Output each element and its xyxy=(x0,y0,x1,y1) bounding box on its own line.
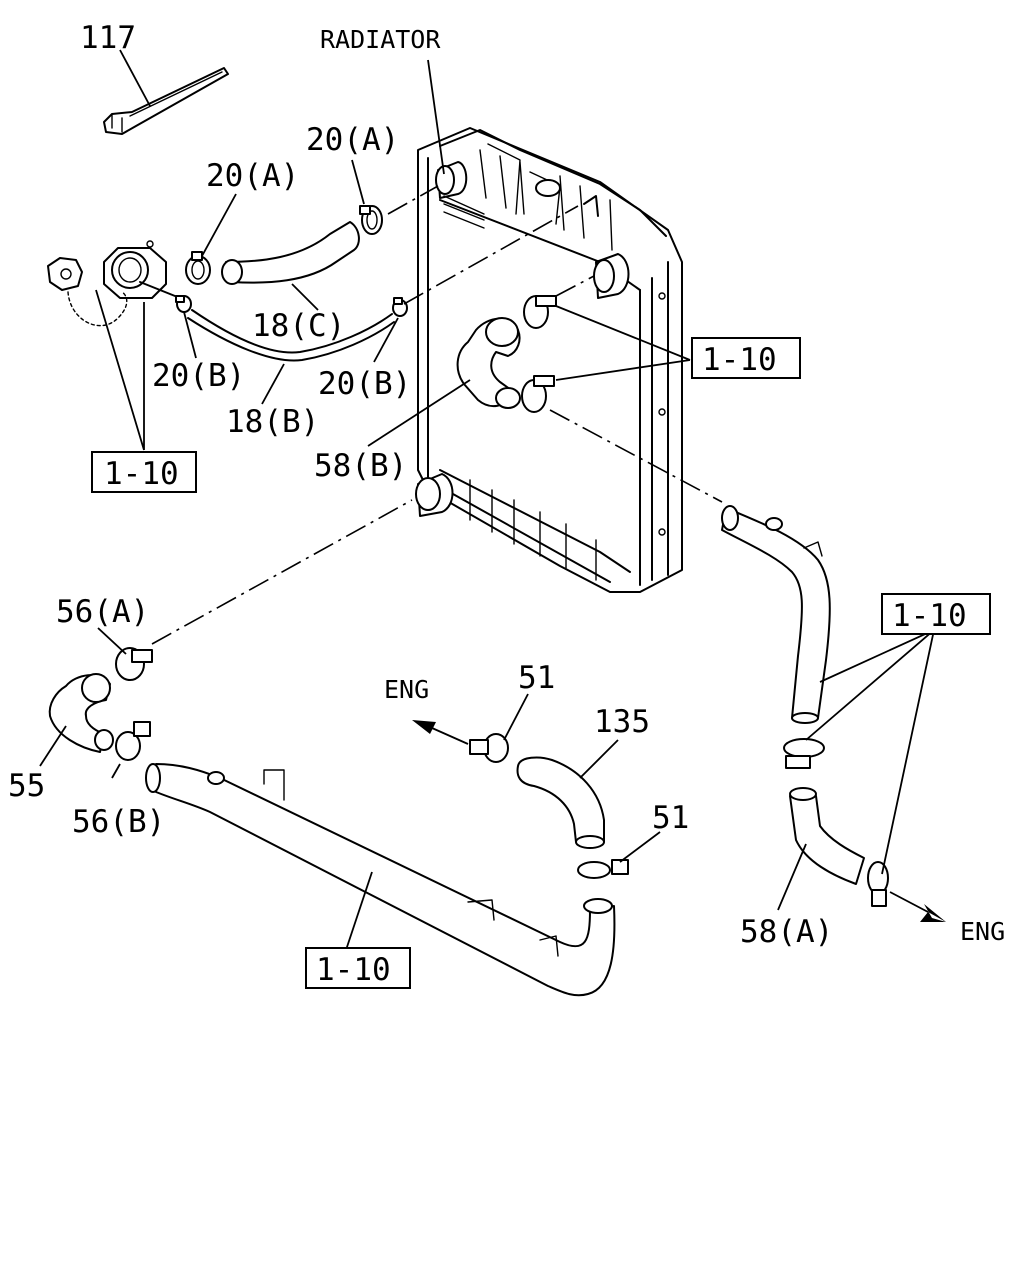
label-20b-left: 20(B) xyxy=(152,358,245,394)
eng-label-left: ENG xyxy=(384,675,429,704)
label-18b: 18(B) xyxy=(226,404,319,440)
radiator xyxy=(415,127,683,593)
clamp-58b-lower xyxy=(521,375,555,413)
align-line-4 xyxy=(549,409,723,503)
clamp-56b xyxy=(115,721,151,761)
cable-tie xyxy=(103,67,229,135)
align-line-3 xyxy=(555,275,595,297)
label-58b: 58(B) xyxy=(314,448,407,484)
ref-text-left: 1-10 xyxy=(104,456,179,492)
label-51-top: 51 xyxy=(518,660,555,696)
label-51-bottom: 51 xyxy=(652,800,689,836)
ref-text-right-mid: 1-10 xyxy=(702,342,777,378)
leader-20a-left xyxy=(201,193,237,257)
filler-neck xyxy=(103,240,181,299)
ref-text-bottom: 1-10 xyxy=(316,952,391,988)
eng-label-right: ENG xyxy=(960,917,1005,946)
leader-18b xyxy=(261,363,285,405)
leader-117 xyxy=(119,49,151,107)
leader-58b xyxy=(367,379,471,447)
label-55: 55 xyxy=(8,768,45,804)
hose-55 xyxy=(48,673,114,753)
hose-58a xyxy=(789,787,865,885)
clamp-58a-upper xyxy=(783,738,825,769)
leader-55 xyxy=(39,725,67,767)
clamp-51-bottom xyxy=(577,859,629,879)
outlet-pipe-right xyxy=(721,505,831,724)
ref-text-right-lower: 1-10 xyxy=(892,598,967,634)
leader-56a xyxy=(97,627,127,655)
radiator-cap xyxy=(47,257,128,327)
ref-box-right-mid xyxy=(691,337,801,379)
label-58a: 58(A) xyxy=(740,914,833,950)
leader-20b-left xyxy=(183,311,197,359)
clamp-20a-upper xyxy=(359,205,383,235)
arrow-eng-left xyxy=(412,720,469,745)
hose-58b xyxy=(456,317,521,409)
leader-20b-right xyxy=(373,317,399,363)
label-18c: 18(C) xyxy=(252,308,345,344)
clamp-51-top xyxy=(469,733,509,763)
clamp-56a xyxy=(115,647,153,681)
leader-ref-bottom xyxy=(345,871,373,951)
clamp-20a-lower xyxy=(185,251,211,285)
clamp-58a-lower xyxy=(867,861,889,907)
leader-20a-top xyxy=(351,159,365,205)
ref-box-bottom xyxy=(305,947,411,989)
label-135: 135 xyxy=(594,704,650,740)
clamp-20b-right xyxy=(392,297,408,317)
label-20a-left: 20(A) xyxy=(206,158,299,194)
hose-18b xyxy=(187,309,395,362)
leader-radiator xyxy=(427,59,445,175)
radiator-title: RADIATOR xyxy=(320,25,441,54)
leader-ref-left xyxy=(95,289,145,451)
clamp-20b-left xyxy=(175,295,192,313)
leader-51-top xyxy=(503,693,529,741)
ref-box-right-lower xyxy=(881,593,991,635)
ref-box-left xyxy=(91,451,197,493)
arrow-eng-right xyxy=(889,891,946,922)
leader-18c xyxy=(291,283,319,311)
leader-135 xyxy=(579,739,619,779)
label-56b: 56(B) xyxy=(72,804,165,840)
align-line-1 xyxy=(387,185,439,215)
lower-pipe xyxy=(145,763,616,997)
clamp-58b-upper xyxy=(523,295,557,329)
label-20b-right: 20(B) xyxy=(318,366,411,402)
label-56a: 56(A) xyxy=(56,594,149,630)
label-20a-top: 20(A) xyxy=(306,122,399,158)
leader-ref-right-mid xyxy=(555,305,691,381)
label-117: 117 xyxy=(80,20,136,56)
align-line-2 xyxy=(403,205,579,305)
leader-51-bottom xyxy=(619,831,661,863)
align-line-5 xyxy=(151,499,413,645)
leader-56b xyxy=(111,763,121,779)
hose-135 xyxy=(516,756,605,849)
hose-18c xyxy=(221,221,360,285)
leader-ref-right-lower xyxy=(805,629,935,875)
leader-58a xyxy=(777,843,807,911)
